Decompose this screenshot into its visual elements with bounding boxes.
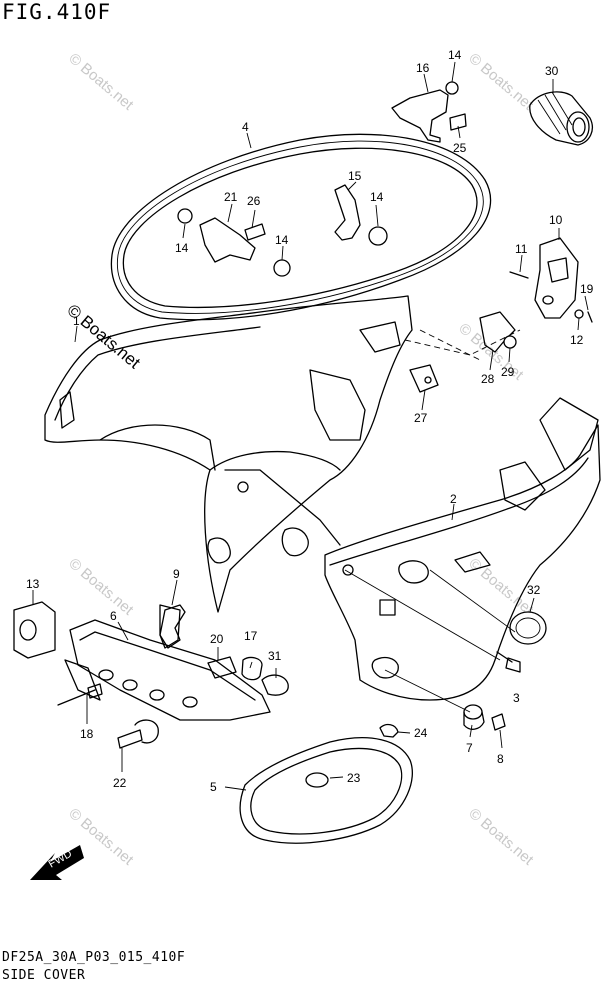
- bracket-10-part: [509, 237, 593, 323]
- callout-24: 24: [414, 726, 428, 740]
- callout-19: 19: [580, 282, 594, 296]
- callout-28: 28: [481, 372, 495, 386]
- plug-13-part: [13, 601, 56, 659]
- watermark: © Boats.net: [465, 805, 537, 869]
- callout-22: 22: [113, 776, 127, 790]
- callout-25: 25: [453, 141, 467, 155]
- callout-6: 6: [110, 609, 117, 623]
- grommet-30-part: [529, 91, 593, 146]
- rear-side-cover-part: [44, 295, 413, 613]
- pin-18-part: [57, 683, 103, 706]
- callout-12: 12: [570, 333, 584, 347]
- callout-17: 17: [244, 629, 258, 643]
- callout-14d: 14: [448, 48, 462, 62]
- callout-20: 20: [210, 632, 224, 646]
- callout-11: 11: [515, 242, 528, 256]
- bracket-16-part: [391, 81, 467, 143]
- callout-4: 4: [242, 120, 249, 134]
- callout-2: 2: [450, 492, 457, 506]
- callout-9: 9: [173, 567, 180, 581]
- watermark: © Boats.net: [65, 555, 137, 619]
- callout-30: 30: [545, 64, 559, 78]
- callout-16: 16: [416, 61, 430, 75]
- callout-26: 26: [247, 194, 261, 208]
- bracket-28-part: [479, 311, 517, 353]
- collar-7-part: [463, 704, 506, 731]
- brackets-inside-seal-part: [177, 184, 388, 277]
- reference-lines: [344, 329, 521, 713]
- callout-3: 3: [513, 691, 520, 705]
- lower-bracket-part: [64, 604, 271, 721]
- callout-labels: 1 2 3 4 5 6 7 8 9 10 11 12 13 14 14 14 1…: [26, 48, 594, 794]
- callout-14c: 14: [370, 190, 384, 204]
- callout-14b: 14: [275, 233, 289, 247]
- callout-29: 29: [501, 365, 515, 379]
- clip-24-part: [379, 723, 399, 738]
- callout-14a: 14: [175, 241, 189, 255]
- seal-ring-part: [110, 133, 492, 321]
- front-side-cover-part: [324, 397, 601, 701]
- clamp-9-part: [159, 604, 186, 649]
- small-fittings-part: [207, 656, 289, 696]
- leader-lines: [32, 61, 589, 791]
- callout-23: 23: [347, 771, 361, 785]
- figure-name: SIDE COVER: [2, 968, 86, 983]
- callout-32: 32: [527, 583, 541, 597]
- fwd-arrow-icon: FWD: [30, 845, 84, 880]
- callout-21: 21: [224, 190, 238, 204]
- cap-32-part: [509, 611, 547, 645]
- watermark: © Boats.net: [65, 50, 137, 114]
- figure-title: FIG.410F: [2, 0, 112, 24]
- bolt-3-part: [496, 651, 521, 673]
- callout-8: 8: [497, 752, 504, 766]
- callout-15: 15: [348, 169, 362, 183]
- callout-1: 1: [73, 314, 80, 328]
- bolt-22-part: [117, 719, 159, 749]
- watermark: © Boats.net: [465, 50, 537, 114]
- callout-27: 27: [414, 411, 428, 425]
- callout-31: 31: [268, 649, 282, 663]
- plate-27-part: [409, 364, 439, 393]
- callout-7: 7: [466, 741, 473, 755]
- callout-10: 10: [549, 213, 563, 227]
- callout-18: 18: [80, 727, 94, 741]
- callout-5: 5: [210, 780, 217, 794]
- callout-13: 13: [26, 577, 40, 591]
- lower-gasket-part: [239, 737, 413, 844]
- figure-code: DF25A_30A_P03_015_410F: [2, 950, 186, 965]
